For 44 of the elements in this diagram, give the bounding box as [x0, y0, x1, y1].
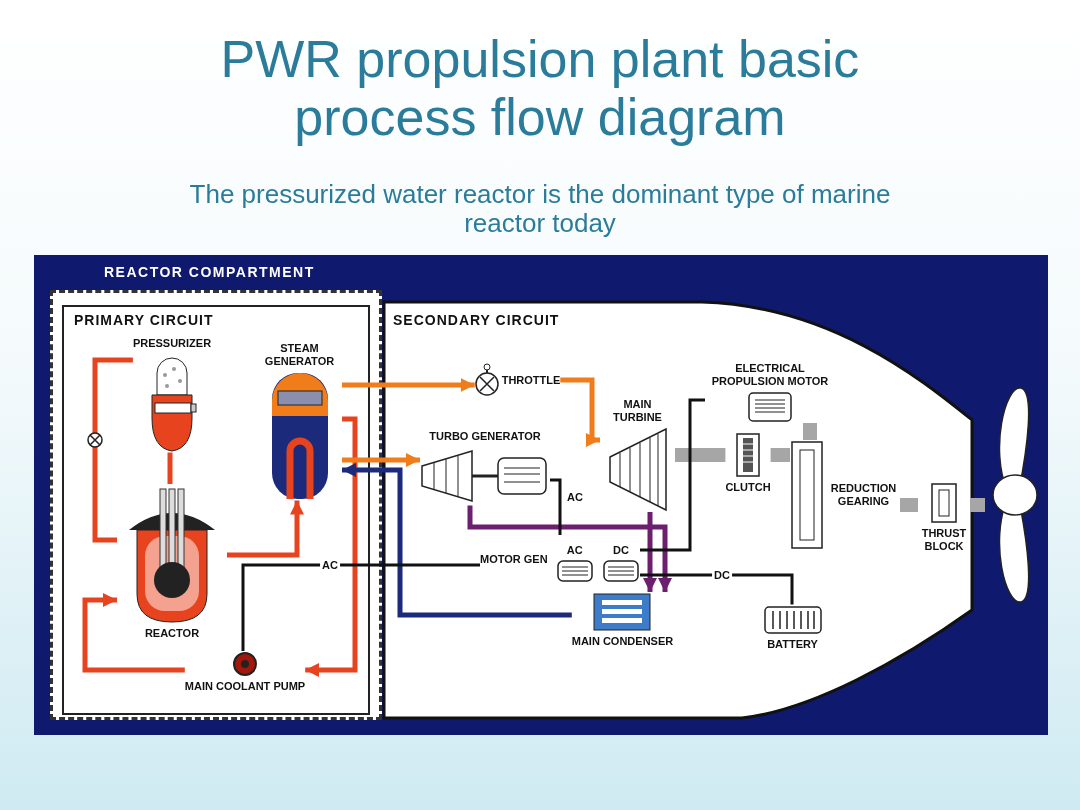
drive-shaft: [770, 448, 790, 462]
component-label: MAIN TURBINE: [612, 398, 663, 424]
pipe: [167, 452, 173, 484]
component-label: ELECTRICAL PROPULSION MOTOR: [710, 362, 830, 388]
component-label: REACTOR: [144, 627, 200, 640]
section-heading: REACTOR COMPARTMENT: [104, 264, 315, 280]
component-label: BATTERY: [767, 637, 818, 651]
pipe: [560, 377, 600, 447]
component-label: REDUCTION GEARING: [829, 482, 898, 508]
component-label: MAIN COOLANT PUMP: [184, 680, 306, 693]
unit-label: AC: [566, 544, 583, 557]
drive-shaft: [900, 498, 918, 512]
edge-label: DC: [712, 568, 732, 582]
section-heading: SECONDARY CIRCUIT: [393, 312, 560, 328]
pipe: [342, 378, 475, 392]
pipe: [342, 463, 572, 618]
component-label: MOTOR GEN: [480, 553, 548, 565]
component-label: TURBO GENERATOR: [429, 429, 541, 443]
drive-shaft: [970, 498, 985, 512]
component-label: THRUST BLOCK: [920, 527, 968, 553]
edge-label: AC: [565, 490, 585, 504]
component-label: CLUTCH: [725, 481, 771, 494]
component-label: MAIN CONDENSER: [571, 635, 674, 648]
subtitle: The pressurized water reactor is the dominant type of marine reactor today: [188, 180, 892, 238]
section-heading: PRIMARY CIRCUIT: [74, 312, 214, 328]
component-label: PRESSURIZER: [132, 336, 212, 350]
component-label: THROTTLE: [501, 373, 561, 387]
cable: [640, 573, 794, 605]
pipe: [92, 357, 133, 543]
component-label: STEAM GENERATOR: [263, 341, 336, 368]
pipe: [227, 500, 304, 558]
pipe: [82, 593, 185, 673]
cable: [241, 563, 480, 651]
pipe: [305, 416, 358, 677]
title: PWR propulsion plant basic process flow diagram: [219, 30, 861, 146]
pipe: [643, 512, 657, 592]
pipe: [342, 453, 420, 467]
drive-shaft: [803, 423, 817, 440]
edge-label: AC: [320, 558, 340, 572]
unit-label: DC: [613, 544, 629, 557]
cable: [640, 398, 705, 552]
cable: [550, 478, 562, 535]
pipe: [467, 505, 672, 592]
drive-shaft: [675, 448, 726, 462]
